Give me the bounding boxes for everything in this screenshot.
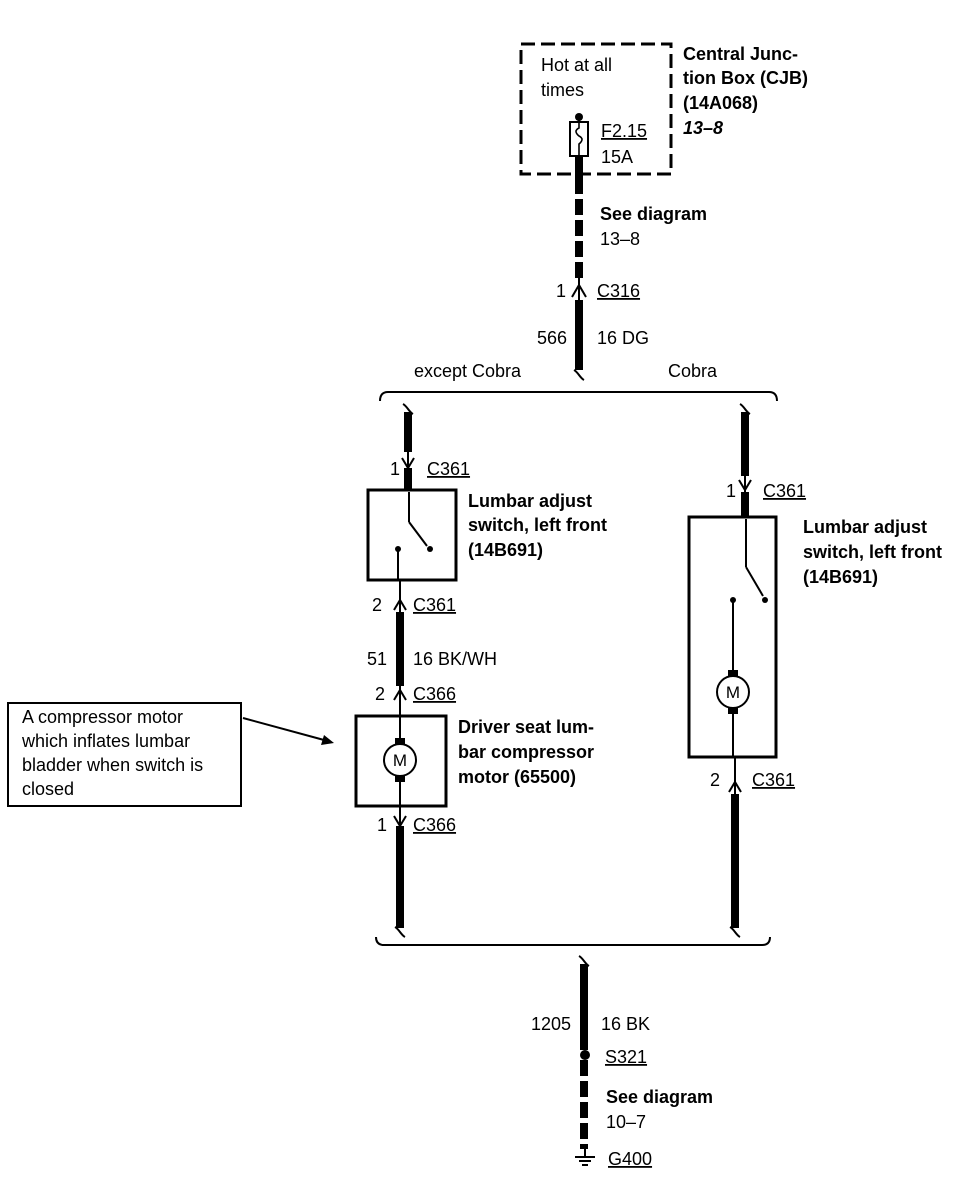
wire-break-mark — [394, 926, 406, 938]
motor-name-line3: motor (65500) — [458, 767, 576, 787]
branch-bracket-top — [379, 391, 778, 402]
switch-arm-icon — [408, 521, 428, 547]
wire-break-mark — [739, 403, 751, 415]
connector-c366-in-symbol — [393, 688, 407, 701]
cjb-diagram-ref: 13–8 — [683, 118, 723, 138]
left-c361-in-pin: 1 — [390, 459, 400, 479]
feed-see-diagram-line2: 13–8 — [600, 229, 640, 249]
motor-symbol: M — [726, 683, 740, 702]
left-switch-name-line1: Lumbar adjust — [468, 491, 592, 511]
compressor-motor-left: M — [354, 714, 448, 808]
hot-at-all-times-line2: times — [541, 80, 584, 100]
branch-bracket-bottom — [375, 936, 771, 946]
motor-symbol: M — [393, 751, 407, 770]
left-c366-in-pin: 2 — [375, 684, 385, 704]
callout-arrow-line — [242, 717, 325, 741]
right-c361-in-label: C361 — [763, 481, 806, 501]
right-c361-out-label: C361 — [752, 770, 795, 790]
switch-box — [687, 515, 778, 759]
callout-line: closed — [22, 779, 74, 799]
wire-break-mark — [573, 369, 585, 381]
feed-wire-spec: 16 DG — [597, 328, 649, 348]
fuse-icon — [569, 113, 589, 157]
feed-wire — [571, 156, 587, 381]
right-c361-in-pin: 1 — [726, 481, 736, 501]
ground-wire-spec: 16 BK — [601, 1014, 650, 1034]
right-switch-name-line1: Lumbar adjust — [803, 517, 927, 537]
hot-at-all-times-line1: Hot at all — [541, 55, 612, 75]
left-c366-out-pin: 1 — [377, 815, 387, 835]
right-branch: M — [687, 403, 778, 938]
branch-label-except-cobra: except Cobra — [414, 361, 522, 381]
right-switch-name-line2: switch, left front — [803, 542, 942, 562]
c316-connector-label: C316 — [597, 281, 640, 301]
left-branch: M — [354, 403, 458, 938]
switch-arm-icon — [745, 566, 764, 597]
callout-box — [7, 702, 242, 807]
splice-s321-dot — [580, 1050, 590, 1060]
callout-arrowhead-icon — [321, 735, 334, 745]
fuse-rating: 15A — [601, 147, 633, 167]
feed-see-diagram-line1: See diagram — [600, 204, 707, 224]
ground-g400-label: G400 — [608, 1149, 652, 1169]
cjb-name-line1: Central Junc- — [683, 44, 798, 64]
ground-see-diagram-line2: 10–7 — [606, 1112, 646, 1132]
motor-name-line2: bar compressor — [458, 742, 594, 762]
connector-c361-out-symbol — [728, 780, 742, 793]
switch-box — [366, 488, 458, 582]
c316-pin: 1 — [556, 281, 566, 301]
left-c361-out-label: C361 — [413, 595, 456, 615]
left-switch-part-number: (14B691) — [468, 540, 543, 560]
callout-line: which inflates lumbar — [21, 731, 190, 751]
fuse-id: F2.15 — [601, 121, 647, 141]
left-c366-in-label: C366 — [413, 684, 456, 704]
callout-note: A compressor motor which inflates lumbar… — [7, 702, 334, 807]
right-c361-out-pin: 2 — [710, 770, 720, 790]
feed-circuit-number: 566 — [537, 328, 567, 348]
cjb-part-number: (14A068) — [683, 93, 758, 113]
wire-break-mark — [402, 403, 414, 415]
right-switch-part-number: (14B691) — [803, 567, 878, 587]
left-wire-spec: 16 BK/WH — [413, 649, 497, 669]
connector-c361-in-symbol — [738, 479, 752, 492]
cjb-name-line2: tion Box (CJB) — [683, 68, 808, 88]
connector-c316-symbol — [571, 283, 587, 298]
lumbar-switch-left — [366, 488, 458, 582]
ground-circuit-number: 1205 — [531, 1014, 571, 1034]
left-c361-out-pin: 2 — [372, 595, 382, 615]
ground-see-diagram-line1: See diagram — [606, 1087, 713, 1107]
left-switch-name-line2: switch, left front — [468, 515, 607, 535]
central-junction-box: Hot at all times F2.15 15A — [519, 42, 673, 176]
connector-c361-out-symbol — [393, 598, 407, 611]
lumbar-switch-right: M — [687, 515, 778, 759]
left-c361-in-label: C361 — [427, 459, 470, 479]
branch-label-cobra: Cobra — [668, 361, 718, 381]
left-c366-out-label: C366 — [413, 815, 456, 835]
wire-break-mark — [729, 926, 741, 938]
ground-wire — [575, 955, 595, 1166]
wire-break-mark — [578, 955, 590, 967]
callout-line: bladder when switch is — [22, 755, 203, 775]
left-circuit-number: 51 — [367, 649, 387, 669]
callout-line: A compressor motor — [22, 707, 183, 727]
splice-s321-label: S321 — [605, 1047, 647, 1067]
motor-name-line1: Driver seat lum- — [458, 717, 594, 737]
ground-icon — [575, 1148, 595, 1166]
